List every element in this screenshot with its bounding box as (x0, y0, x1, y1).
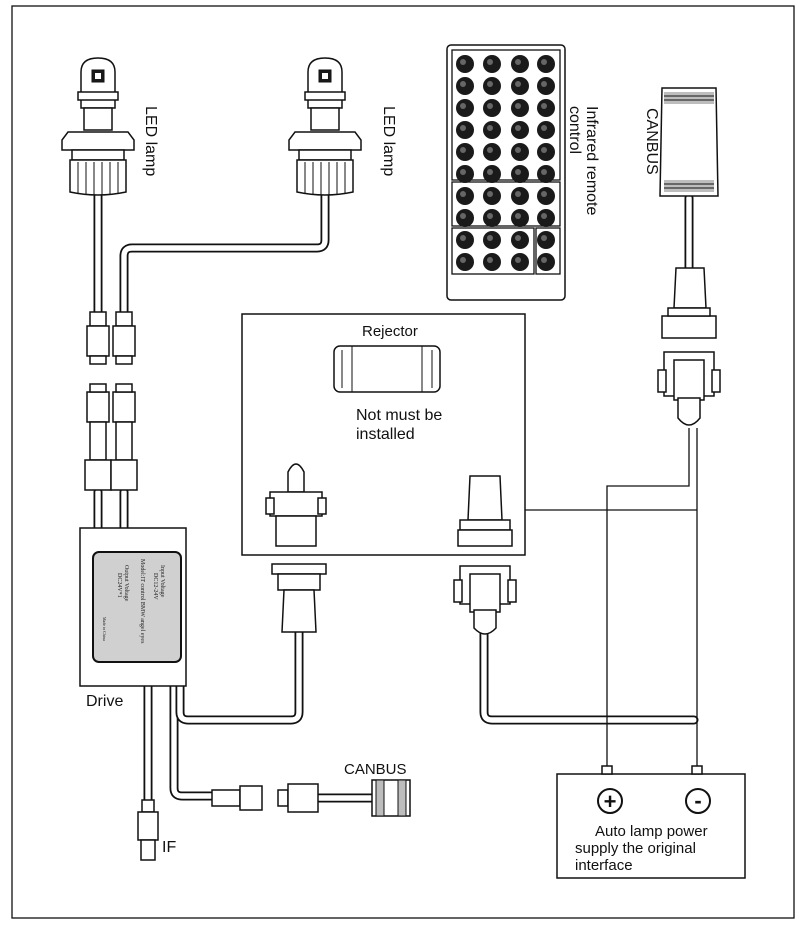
remote-button-shine (515, 125, 521, 131)
remote-button-shine (541, 147, 547, 153)
plus-terminal-icon (597, 788, 623, 814)
lamp-connector-pairs (84, 311, 138, 491)
drive-text-model: Model:IT control BMW angel eyes (139, 559, 145, 644)
remote-button-shine (515, 191, 521, 197)
remote-button-shine (515, 147, 521, 153)
power-supply-label-2: supply the original (575, 840, 696, 857)
remote-button-shine (460, 191, 466, 197)
remote-button-shine (515, 103, 521, 109)
power-supply-label-3: interface (575, 857, 633, 874)
lower-left-plug (271, 563, 327, 633)
remote-button-shine (460, 257, 466, 263)
remote-button-shine (460, 125, 466, 131)
drive-label: Drive (86, 693, 123, 710)
canbus-top-module (657, 87, 721, 426)
remote-button-shine (487, 235, 493, 241)
canbus-bottom-label: CANBUS (344, 761, 407, 778)
remote-button-shine (541, 169, 547, 175)
drive-module: Input Voltage DC12-24V Model:IT control … (79, 527, 187, 687)
outer-frame (11, 5, 795, 919)
remote-button-shine (487, 169, 493, 175)
remote-button-shine (487, 257, 493, 263)
not-must-label-1: Not must be (356, 407, 442, 424)
rejector-label: Rejector (362, 323, 418, 340)
remote-button-shine (487, 59, 493, 65)
remote-button-shine (541, 103, 547, 109)
plus-symbol: + (604, 789, 617, 814)
remote-button-shine (515, 235, 521, 241)
remote-buttons (456, 55, 555, 271)
if-connector (137, 799, 159, 861)
remote-button-shine (487, 103, 493, 109)
remote-button-shine (460, 59, 466, 65)
remote-button-shine (460, 81, 466, 87)
infrared-remote-label-2: control (566, 106, 583, 154)
lower-right-socket (453, 565, 517, 635)
drive-text-made: Made in China (102, 617, 107, 641)
infrared-remote-label-1: Infrared remote (583, 106, 600, 215)
drive-text-output-v: DC24V*1 (116, 573, 122, 598)
infrared-remote (446, 44, 566, 301)
remote-button-shine (487, 191, 493, 197)
remote-button-shine (541, 125, 547, 131)
led-lamp-left (61, 57, 135, 196)
remote-button-shine (487, 81, 493, 87)
led-lamp-left-label: LED lamp (142, 106, 159, 176)
remote-button-shine (460, 235, 466, 241)
remote-button-shine (460, 147, 466, 153)
minus-symbol: - (694, 788, 701, 813)
remote-button-shine (460, 103, 466, 109)
remote-button-shine (515, 257, 521, 263)
remote-button-shine (487, 125, 493, 131)
canbus-bottom-connectors (211, 779, 411, 817)
drive-text-input-v: DC12-24V (152, 573, 158, 600)
remote-button-shine (541, 59, 547, 65)
drive-text-output: Output Voltage (123, 565, 129, 602)
drive-text-input: Input Voltage (159, 565, 165, 598)
remote-button-shine (515, 169, 521, 175)
remote-button-shine (460, 213, 466, 219)
led-lamp-right (288, 57, 362, 196)
remote-button-shine (515, 59, 521, 65)
if-label: IF (162, 839, 176, 856)
rejector-box (241, 313, 526, 556)
remote-button-shine (487, 213, 493, 219)
power-supply-label-1: Auto lamp power (595, 823, 708, 840)
remote-button-shine (541, 213, 547, 219)
power-supply-box: + - Auto lamp power supply the original … (556, 765, 746, 879)
canbus-top-label: CANBUS (643, 108, 660, 175)
power-lines (513, 428, 698, 766)
remote-button-shine (541, 235, 547, 241)
remote-button-shine (541, 257, 547, 263)
not-must-label-2: installed (356, 426, 415, 443)
remote-button-shine (515, 213, 521, 219)
remote-button-shine (487, 147, 493, 153)
remote-button-shine (515, 81, 521, 87)
minus-terminal-icon (685, 788, 711, 814)
remote-button-shine (460, 169, 466, 175)
led-lamp-right-label: LED lamp (380, 106, 397, 176)
remote-button-shine (541, 191, 547, 197)
remote-button-shine (541, 81, 547, 87)
